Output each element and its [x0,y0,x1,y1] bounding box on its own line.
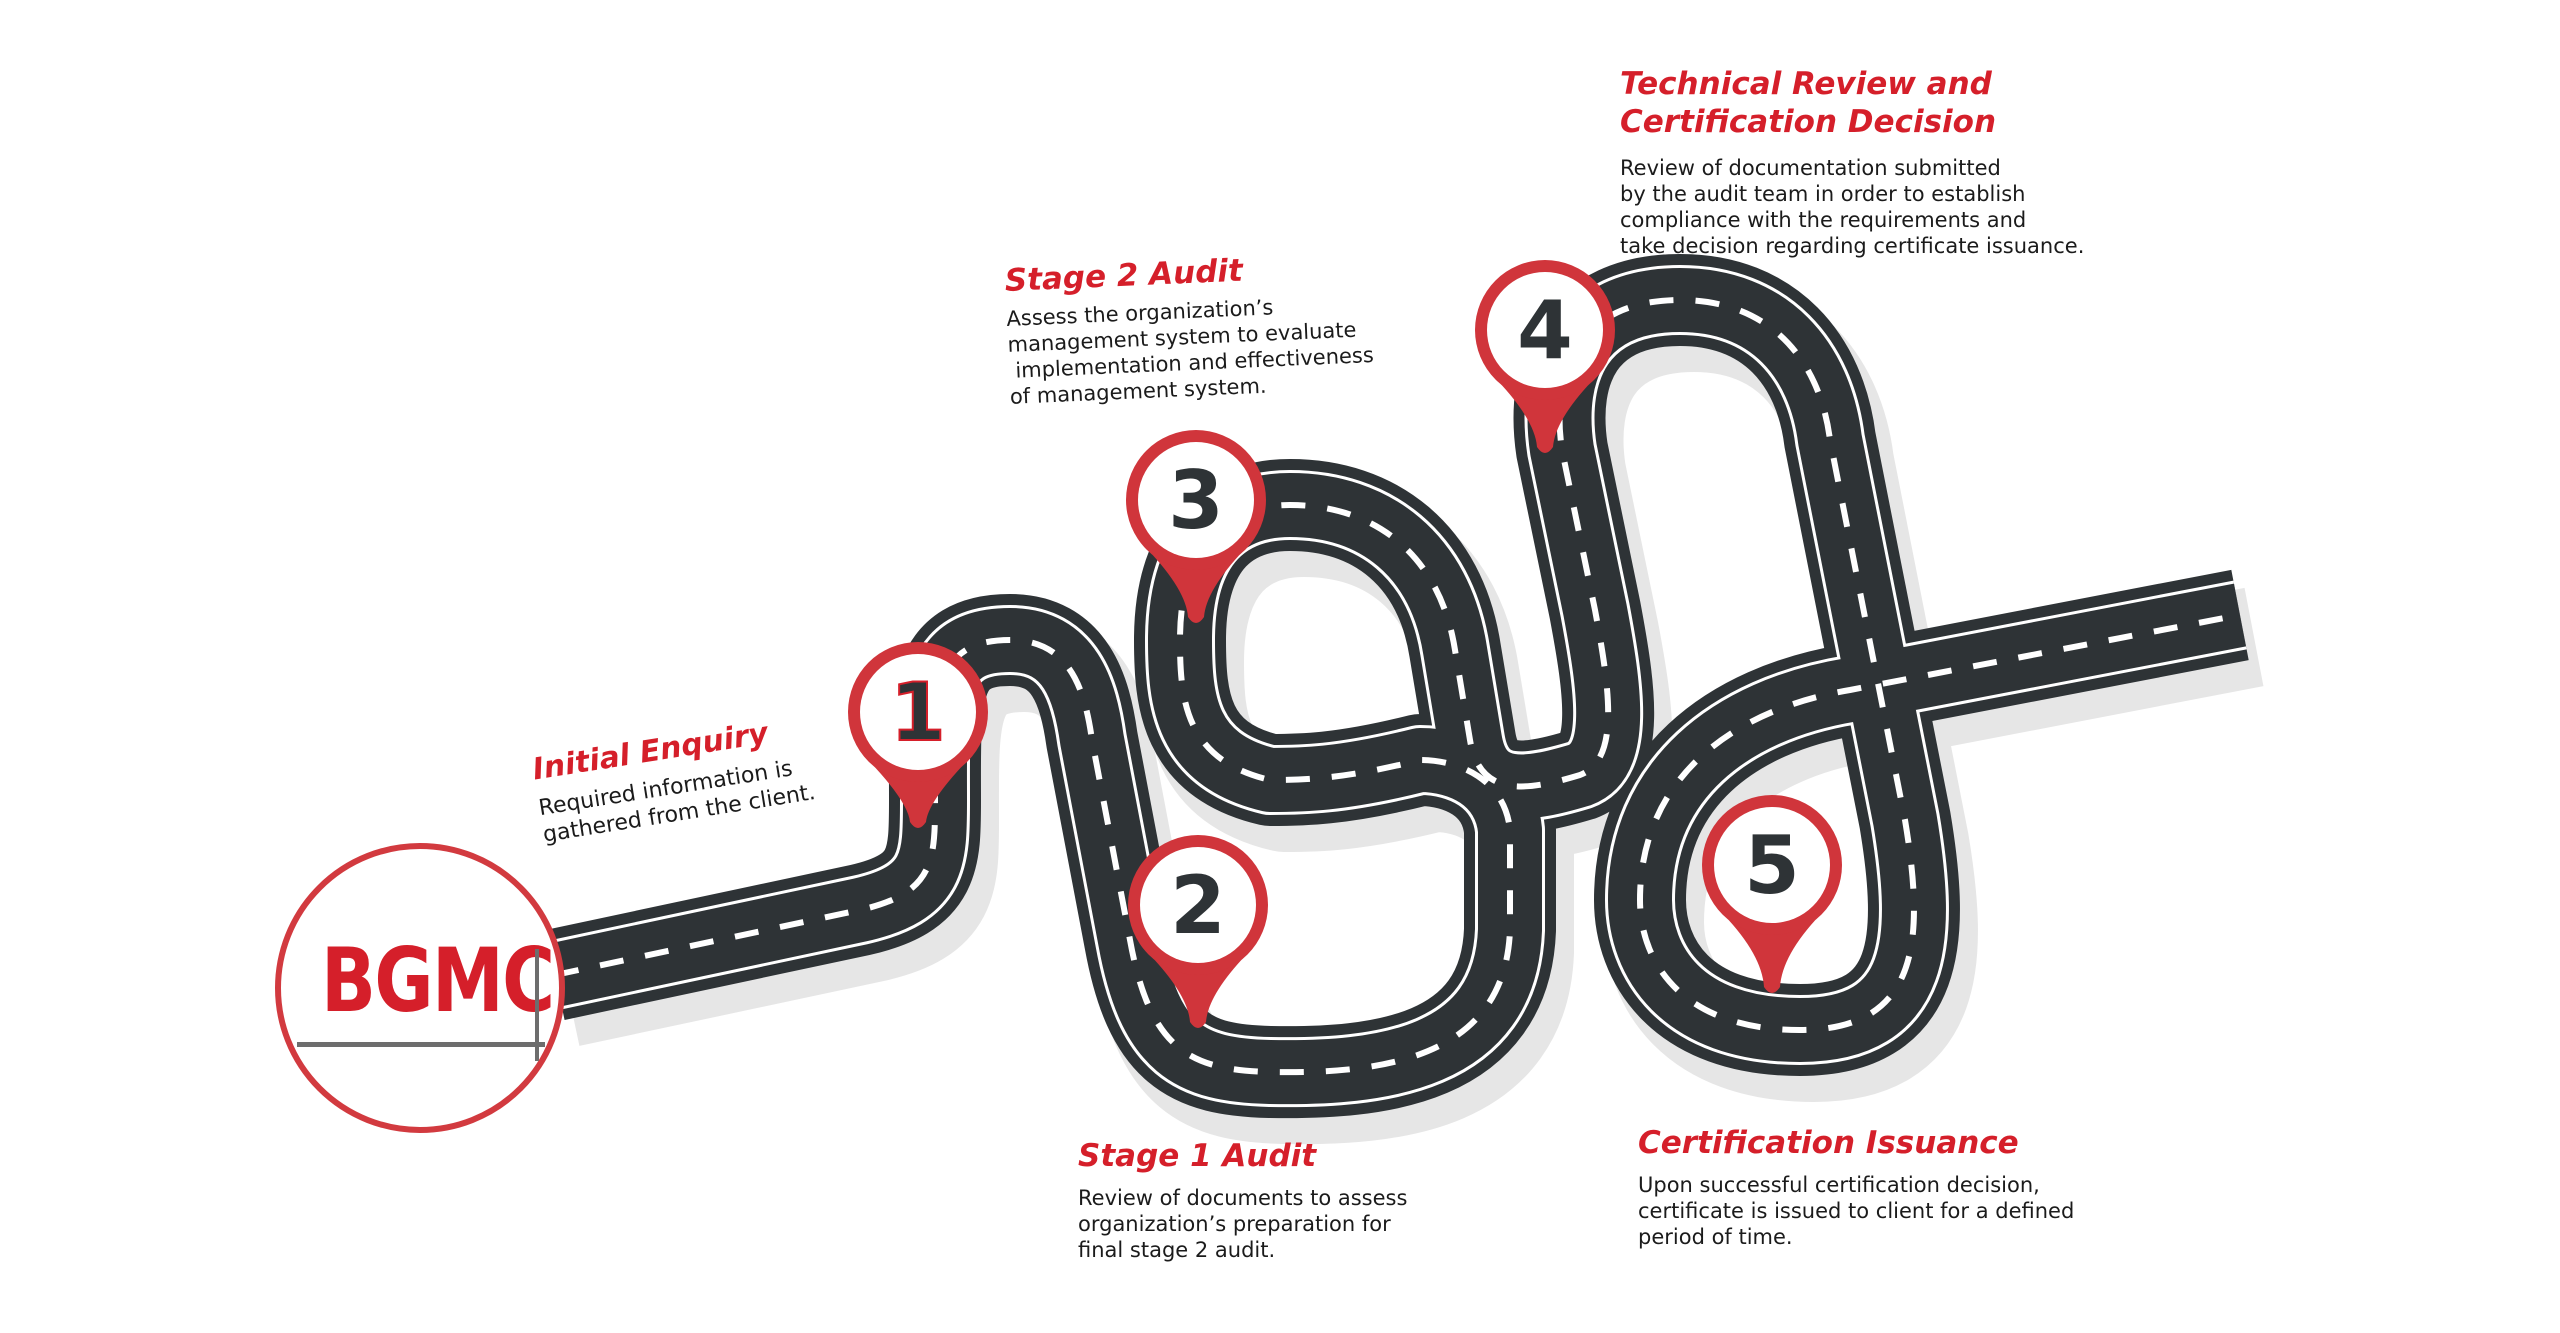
pin-face [1714,807,1830,923]
step-3-label: Stage 2 Audit Assess the organization’s … [1004,246,1375,410]
step-2-title: Stage 1 Audit [1078,1138,1317,1174]
road-body [545,254,2249,1119]
pin-tail [1724,915,1820,993]
pin-number: 3 [1168,454,1224,547]
pin-step-2: 2 [1128,835,1268,1028]
pin-tail [1497,380,1593,453]
pin-tail [870,762,966,828]
pin-number: 4 [1517,284,1573,377]
step-4-title: Technical Review and Certification Decis… [1620,66,1997,140]
road-center-dashes [554,297,2241,1076]
pins-layer: 1 2 3 4 5 [848,260,1842,1028]
pin-face [860,654,976,770]
pin-number: 1 [890,666,946,759]
pin-step-4: 4 [1475,260,1615,453]
logo-vertical-rule [535,949,539,1061]
pin-tail [1150,955,1246,1028]
pin-face [1487,272,1603,388]
pin-step-1: 1 [848,642,988,828]
pin-tail [1148,550,1244,623]
pin-number: 5 [1744,819,1800,912]
step-5-description: Upon successful certification decision, … [1638,1173,2075,1249]
pin-face [1140,847,1256,963]
step-5-title: Certification Issuance [1638,1125,2019,1161]
bgmc-logo: BGMC [275,843,565,1133]
logo-underline [297,1042,545,1047]
pin-step-3: 3 [1126,430,1266,623]
pin-face [1138,442,1254,558]
road-shadow [558,272,2264,1145]
step-2-description: Review of documents to assess organizati… [1078,1186,1408,1262]
step-4-description: Review of documentation submitted by the… [1620,156,2085,258]
logo-text: BGMC [321,929,555,1032]
pin-number: 2 [1170,859,1226,952]
pin-step-5: 5 [1702,795,1842,993]
step-3-description: Assess the organization’s management sys… [1005,295,1375,409]
